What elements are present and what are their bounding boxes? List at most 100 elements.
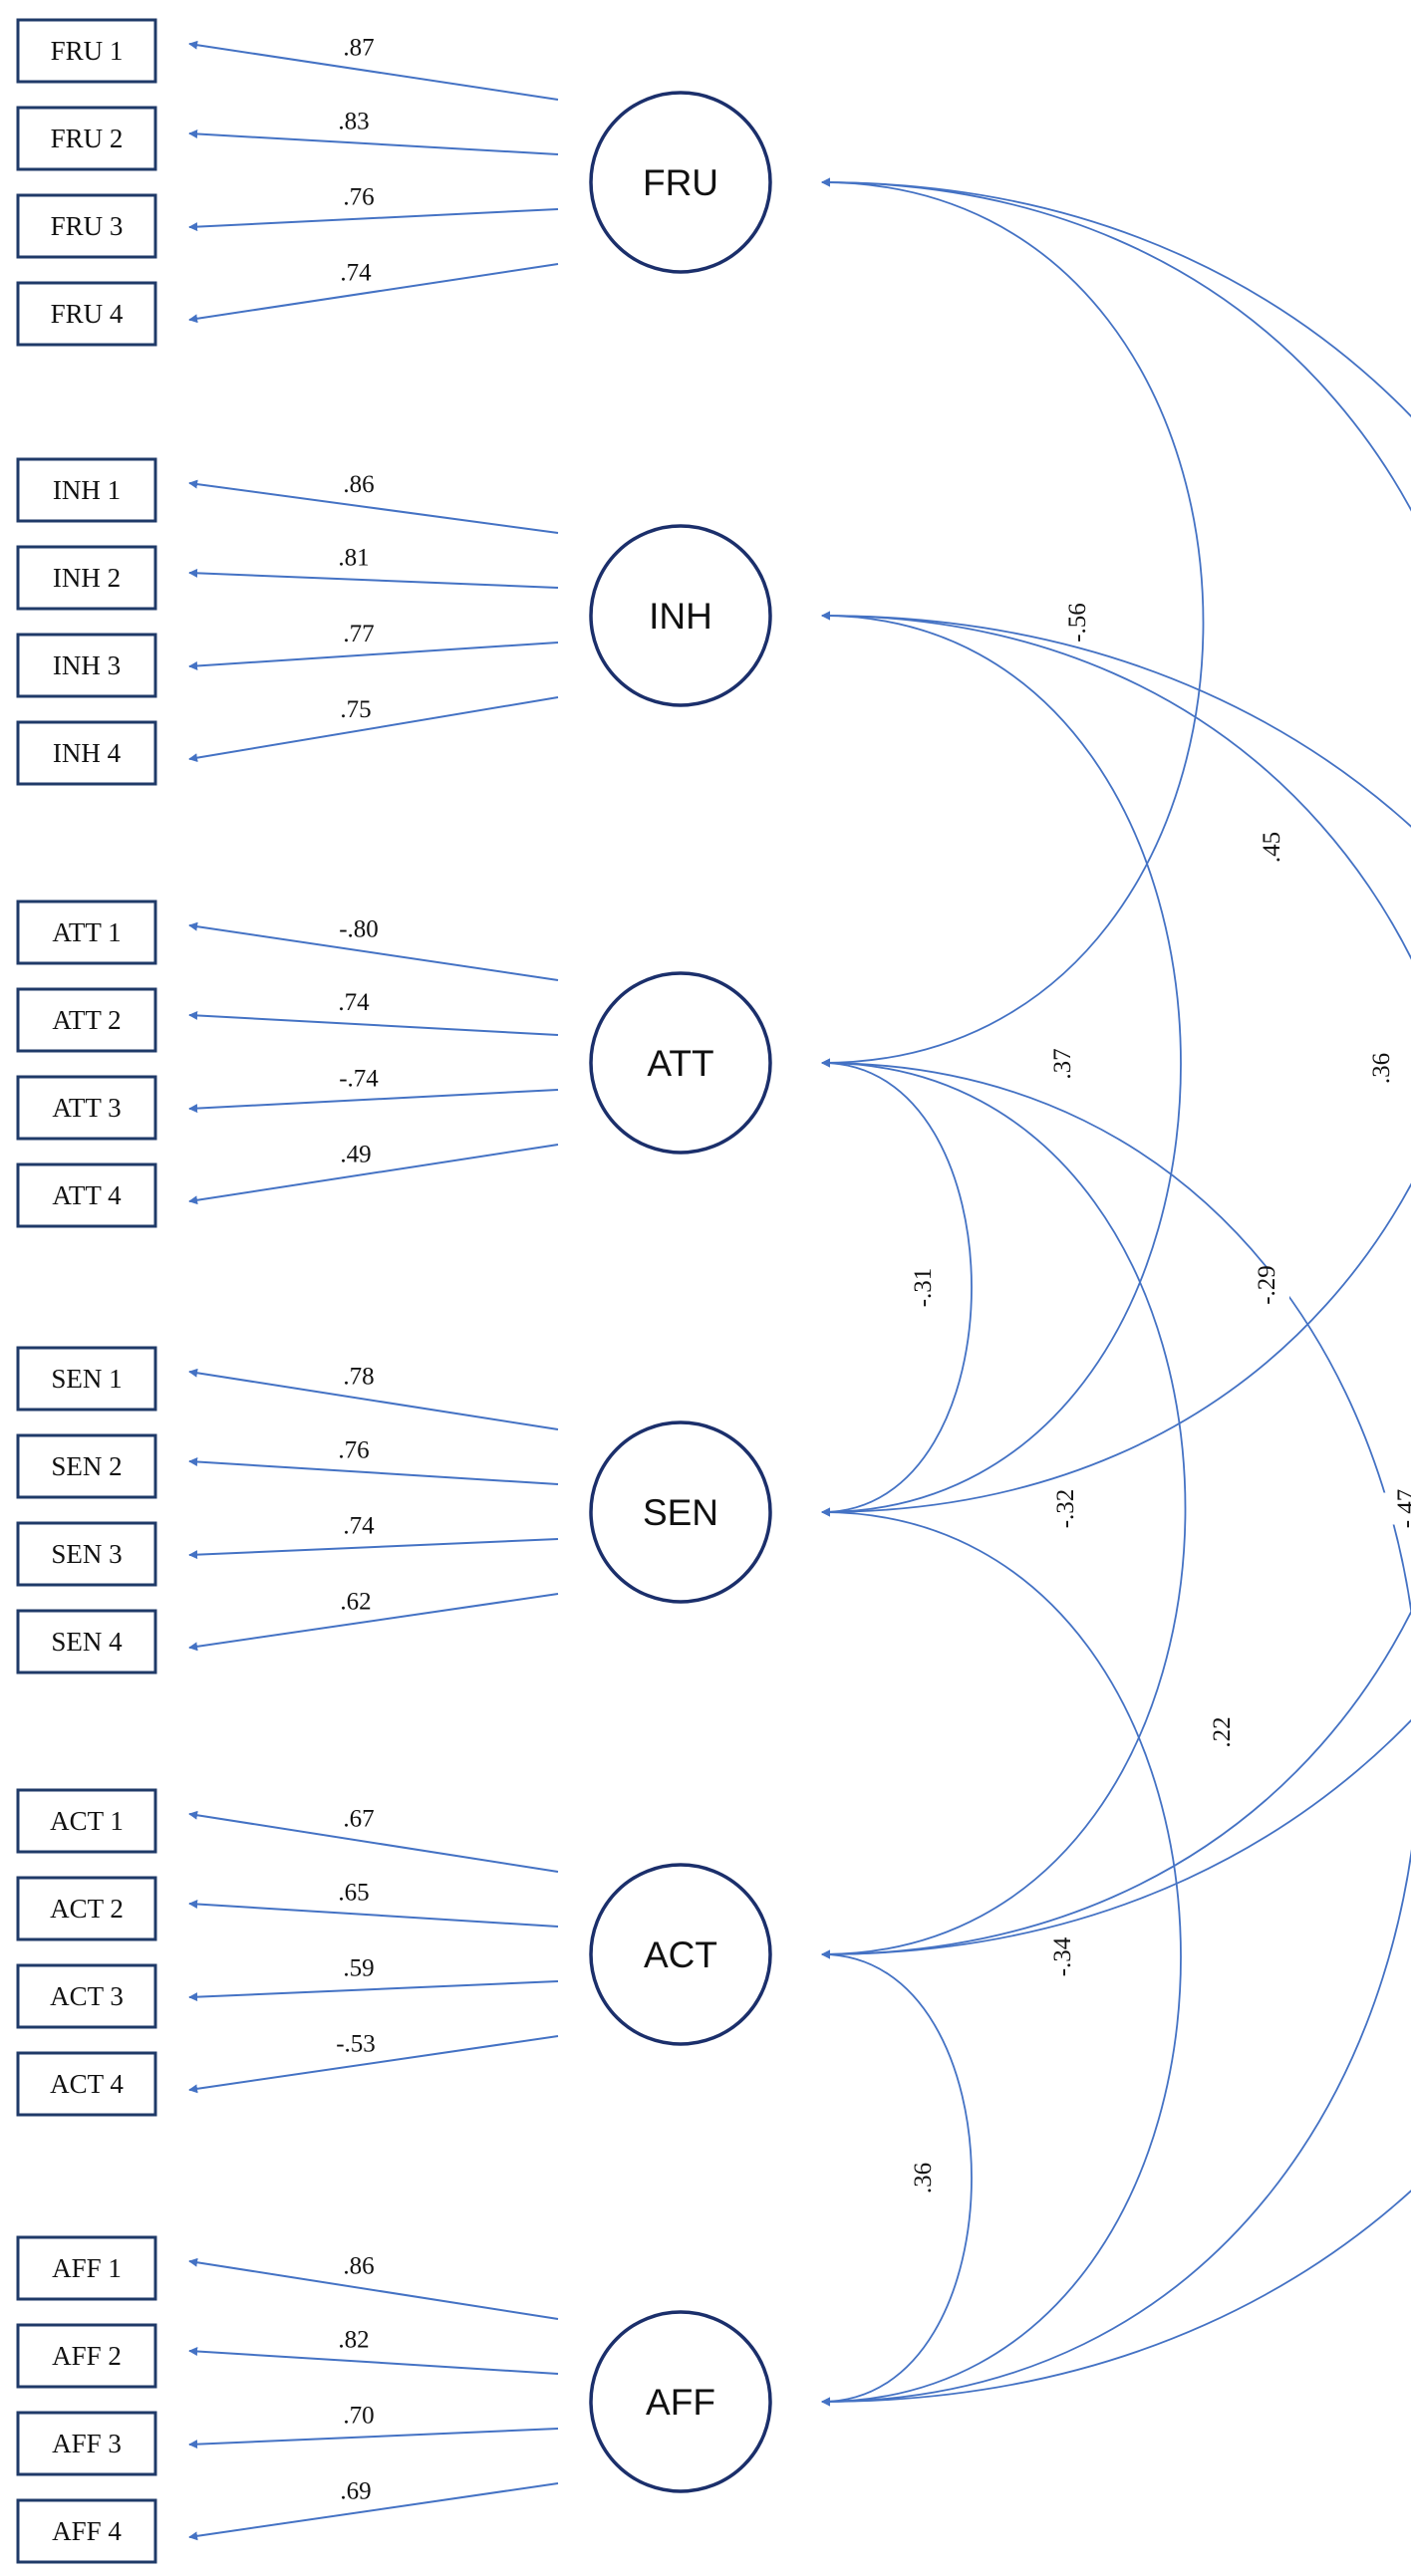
correlation-value: -.34 [1049,1936,1076,1976]
indicator-label: SEN 1 [51,1364,122,1394]
factor-label: INH [649,596,712,637]
correlation-arc-att-aff [821,1058,1411,2407]
indicator-box-att-2 [16,987,157,1053]
indicator-box-sen-2 [16,1433,157,1499]
loading-value: .49 [340,1141,371,1167]
loading-arrow [188,642,559,670]
correlation-arc-fru-sen [821,177,1411,1517]
correlation-arc-fru-act [821,177,1411,1959]
loading-value: .59 [343,1955,374,1982]
loading-value: .70 [343,2403,374,2430]
loading-value: .65 [338,1879,369,1906]
indicator-label: AFF 3 [52,2429,122,2458]
indicator-label: FRU 3 [51,211,124,241]
loading-arrow [188,921,559,981]
loading-value: .86 [343,471,374,498]
correlation-arc-inh-sen [821,611,1182,1517]
loading-value: .81 [338,545,369,572]
loading-arrow [188,1144,559,1205]
correlation-label-bg [898,2162,946,2194]
indicator-label: ATT 2 [52,1005,121,1035]
correlation-arc-sen-aff [821,1507,1182,2407]
correlation-label-bg [1052,607,1100,639]
correlation-value: .36 [1368,1053,1395,1084]
correlation-value: -.31 [910,1268,937,1308]
loading-arrow [188,129,559,155]
indicator-box-fru-1 [16,18,157,84]
nodes-layer [16,18,772,2564]
correlation-arc-act-aff [821,1949,973,2407]
loading-value: .83 [338,108,369,134]
loading-value: .86 [343,2253,374,2280]
loading-arrow [188,208,559,232]
loading-arrow [188,1980,559,2002]
correlation-label-bg [1247,831,1294,864]
loading-arrow [188,1368,559,1430]
loading-value: .74 [338,989,370,1016]
indicator-box-act-4 [16,2051,157,2117]
loading-arrow [188,1089,559,1114]
correlation-value: .36 [910,2163,937,2193]
indicator-label: ATT 1 [52,917,121,947]
loading-value: .82 [338,2326,369,2353]
indicator-label: SEN 2 [51,1451,122,1481]
indicator-box-att-3 [16,1075,157,1141]
loading-value: -.80 [339,915,379,942]
indicator-box-inh-2 [16,545,157,611]
loading-arrow [188,2257,559,2320]
indicator-box-inh-3 [16,633,157,698]
loading-arrow [188,568,559,589]
indicator-box-sen-3 [16,1521,157,1587]
loading-arrow [188,2482,559,2541]
loading-value: .87 [343,35,374,62]
factor-circle-act [589,1863,772,2046]
correlation-label-bg [1040,1492,1088,1525]
loading-arrow [188,1593,559,1652]
loading-arrow [188,1900,559,1928]
correlation-arc-fru-att [821,177,1205,1068]
indicator-label: ACT 1 [50,1806,124,1836]
loading-arrow [188,40,559,101]
loading-arrow [188,479,559,534]
correlation-value: -.56 [1064,603,1091,643]
indicator-label: SEN 3 [51,1539,122,1569]
correlation-arc-att-sen [821,1058,973,1517]
indicator-label: FRU 2 [51,124,124,153]
loading-value: .67 [343,1806,374,1833]
loading-value: -.53 [336,2031,376,2058]
loading-value: .74 [343,1513,375,1540]
correlation-label-bg [1197,1716,1245,1748]
indicator-box-act-3 [16,1963,157,2029]
indicator-label: INH 3 [53,650,121,680]
loading-value: -.74 [339,1065,379,1092]
loading-value: .78 [343,1364,374,1391]
indicator-label: INH 4 [53,738,122,768]
loading-arrow [188,1538,559,1560]
indicator-label: ATT 4 [52,1180,122,1210]
correlation-label-bg [1356,1052,1404,1085]
indicator-box-sen-1 [16,1346,157,1412]
indicator-label: AFF 1 [52,2253,122,2283]
correlations-layer [821,177,1411,2407]
indicator-box-att-4 [16,1162,157,1228]
indicator-box-fru-3 [16,193,157,259]
indicator-label: AFF 4 [52,2516,122,2546]
correlation-label-bg [1381,1492,1411,1525]
indicator-label: ACT 2 [50,1894,124,1924]
indicator-box-act-1 [16,1788,157,1854]
indicator-box-inh-4 [16,720,157,786]
loading-value: .74 [340,260,372,287]
correlation-value: -.47 [1393,1489,1411,1529]
indicator-label: INH 1 [53,475,121,505]
correlation-label-bg [1037,1940,1085,1973]
indicator-label: FRU 1 [51,36,124,66]
correlation-label-bg [1037,1048,1085,1080]
indicator-box-att-1 [16,900,157,965]
factor-circle-att [589,971,772,1155]
indicator-box-fru-4 [16,281,157,347]
indicator-label: SEN 4 [51,1627,123,1657]
loading-arrow [188,2035,559,2094]
loading-value: .69 [340,2478,371,2505]
factor-circle-sen [589,1420,772,1604]
